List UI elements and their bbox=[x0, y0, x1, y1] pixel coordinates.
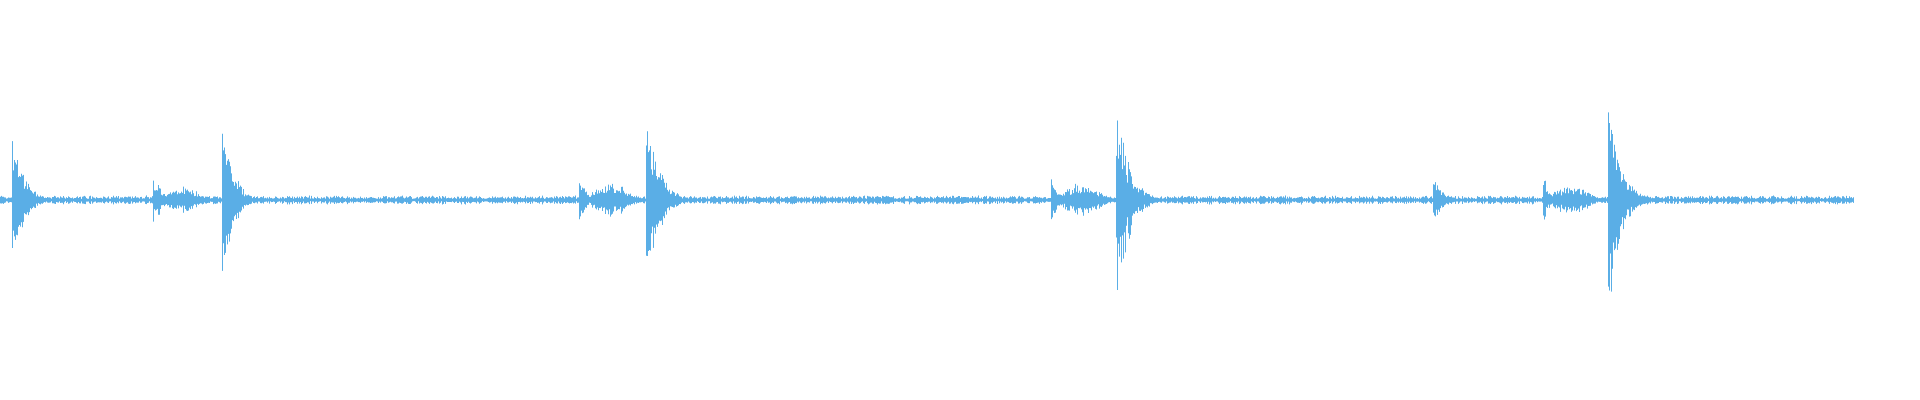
waveform-samples bbox=[0, 112, 1854, 292]
